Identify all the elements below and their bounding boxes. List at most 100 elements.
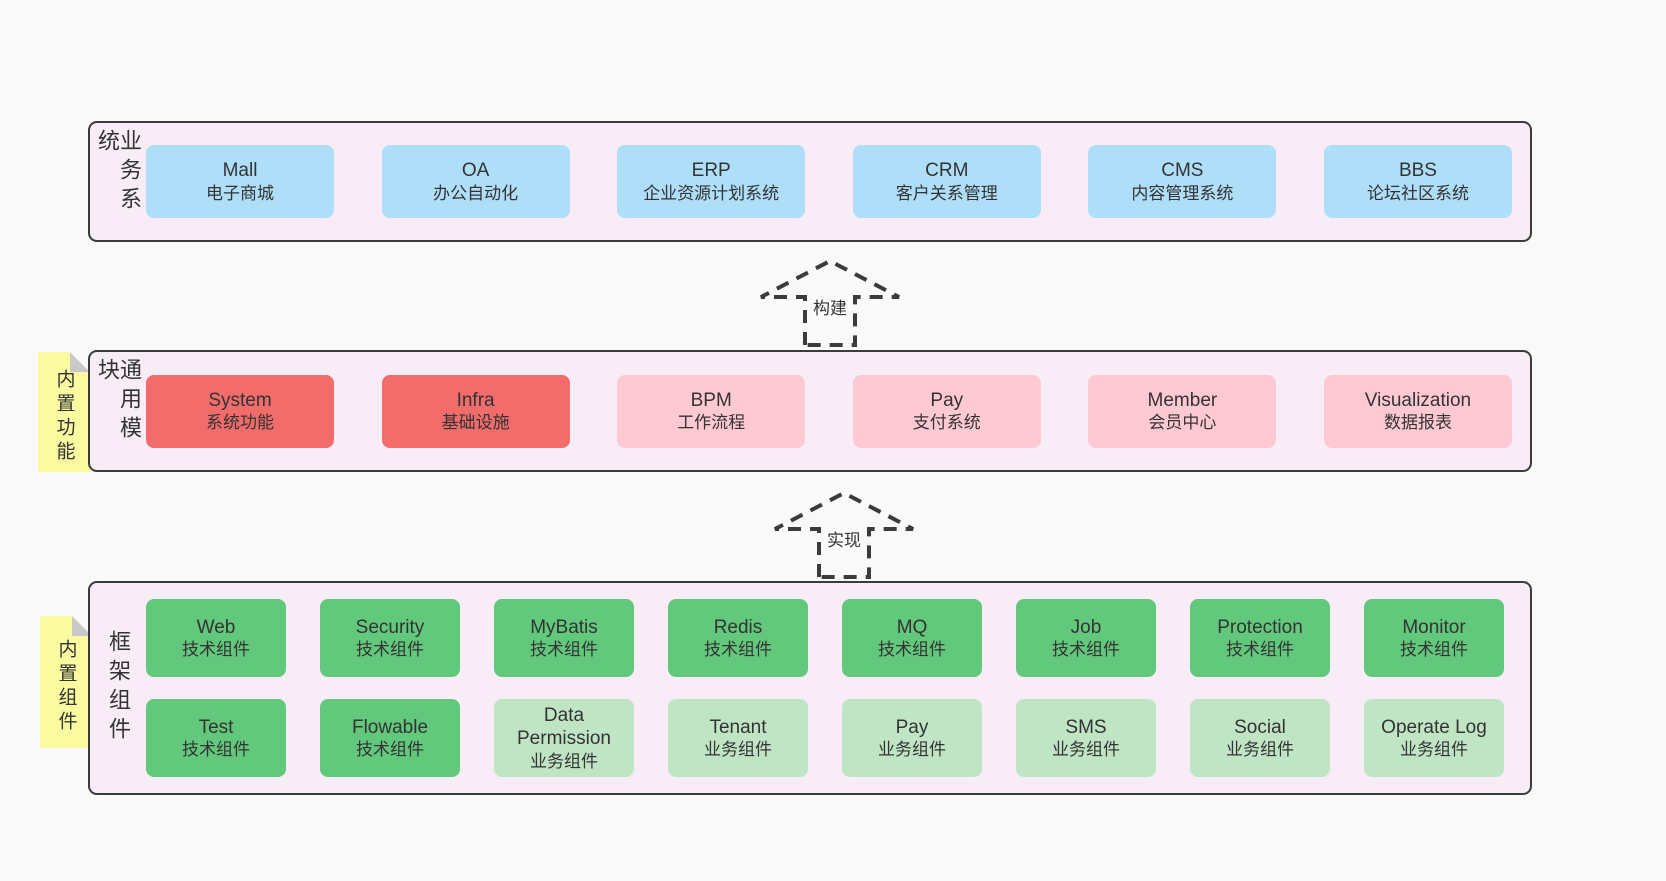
box-name-label: Monitor — [1402, 616, 1466, 638]
arrow-label: 实现 — [824, 529, 864, 554]
box-name-label: Operate Log — [1381, 716, 1487, 738]
box-data-permission: Data Permission 业务组件 — [494, 699, 634, 777]
box-desc-label: 技术组件 — [878, 640, 946, 660]
box-desc-label: 业务组件 — [1052, 740, 1120, 760]
box-desc-label: 技术组件 — [1400, 640, 1468, 660]
box-name-label: ERP — [691, 160, 731, 182]
box-name-label: Protection — [1217, 616, 1303, 638]
box-desc-label: 技术组件 — [530, 640, 598, 660]
box-desc-label: 论坛社区系统 — [1366, 183, 1469, 203]
box-name-label: BBS — [1398, 160, 1437, 182]
box-name-label: SMS — [1065, 716, 1107, 738]
box-name-label: Pay — [930, 389, 964, 411]
box-desc-label: 工作流程 — [677, 413, 746, 433]
box-name-label: Tenant — [709, 716, 767, 738]
layer-side-label: 业务系统 — [95, 129, 142, 216]
box-name-label: Pay — [895, 716, 929, 738]
box-name-label: Flowable — [351, 716, 429, 738]
box-desc-label: 技术组件 — [182, 640, 250, 660]
arrow-implement: 实现 — [769, 489, 919, 579]
box-desc-label: 业务组件 — [704, 740, 772, 760]
layer-side-label: 通用模块 — [95, 358, 142, 445]
box-name-label: Social — [1234, 716, 1286, 738]
box-name-label: Security — [355, 616, 425, 638]
box-name-label: CRM — [925, 160, 969, 182]
box-desc-label: 办公自动化 — [433, 183, 519, 203]
box-name-label: MQ — [896, 616, 928, 638]
box-desc-label: 技术组件 — [356, 640, 424, 660]
box-desc-label: 基础设施 — [441, 413, 510, 433]
arrow-build: 构建 — [755, 257, 905, 347]
box-desc-label: 企业资源计划系统 — [643, 183, 780, 203]
box-desc-label: 技术组件 — [182, 740, 250, 760]
box-name-label: BPM — [690, 389, 732, 411]
box-name-label: Test — [198, 716, 234, 738]
box-desc-label: 客户关系管理 — [895, 183, 998, 203]
box-desc-label: 业务组件 — [1400, 740, 1468, 760]
box-name-label: Web — [196, 616, 236, 638]
sticky-note-built-in-components: 内置组件 — [40, 616, 92, 748]
sticky-note-label: 内置组件 — [55, 639, 77, 735]
arrow-label: 构建 — [810, 297, 850, 322]
box-name-label: Infra — [456, 389, 495, 411]
box-desc-label: 技术组件 — [356, 740, 424, 760]
box-desc-label: 支付系统 — [912, 413, 981, 433]
box-desc-label: 系统功能 — [206, 413, 274, 433]
box-name-label: MyBatis — [530, 616, 598, 638]
box-name-label: Redis — [713, 616, 763, 638]
box-name-label: OA — [461, 160, 490, 182]
box-desc-label: 技术组件 — [704, 640, 772, 660]
box-name-label: System — [208, 389, 272, 411]
box-desc-label: 内容管理系统 — [1131, 183, 1234, 203]
box-desc-label: 业务组件 — [1226, 740, 1294, 760]
box-name-label: Mall — [222, 160, 258, 182]
box-desc-label: 业务组件 — [878, 740, 946, 760]
box-name-label: Data Permission — [517, 704, 611, 750]
box-desc-label: 数据报表 — [1383, 413, 1452, 433]
box-desc-label: 会员中心 — [1148, 413, 1217, 433]
box-name-label: Job — [1070, 616, 1102, 638]
box-desc-label: 电子商城 — [206, 183, 274, 203]
box-desc-label: 业务组件 — [530, 752, 598, 771]
layer-side-label: 框架组件 — [106, 630, 131, 746]
box-desc-label: 技术组件 — [1226, 640, 1294, 660]
sticky-note-label: 内置功能 — [53, 369, 75, 465]
box-name-label: Member — [1147, 389, 1218, 411]
